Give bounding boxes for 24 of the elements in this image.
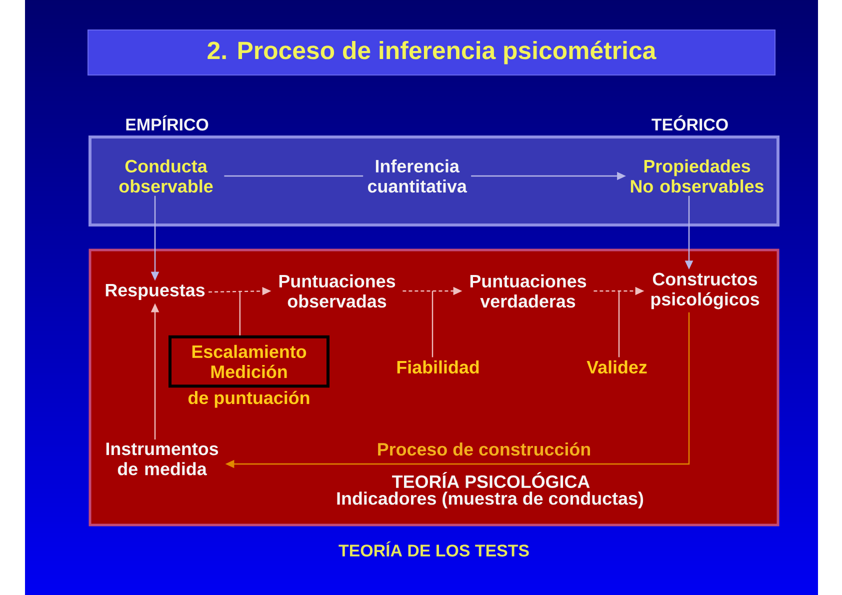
annotation-text: TEORÍA PSICOLÓGICA bbox=[392, 472, 590, 488]
leader-line bbox=[432, 291, 434, 358]
concept-text: Fiabilidad bbox=[397, 360, 479, 374]
footer-text: TEORÍA DE LOS TESTS bbox=[338, 541, 529, 557]
concept-text: Puntuaciones verdaderas bbox=[470, 274, 586, 308]
concept-text: Constructos psicológicos bbox=[651, 272, 760, 310]
edge-label: Proceso de construcción bbox=[378, 442, 590, 456]
column-heading: TEÓRICO bbox=[652, 115, 728, 131]
concept-text: Validez bbox=[586, 360, 647, 374]
concept-text: Puntuaciones observadas bbox=[279, 274, 396, 308]
concept-text: Propiedades No observables bbox=[630, 159, 764, 193]
concept-text: Instrumentos de medida bbox=[106, 442, 218, 476]
panel bbox=[88, 136, 780, 226]
title-banner: 2. Proceso de inferencia psicométrica bbox=[88, 30, 776, 76]
annotation-text: Indicadores (muestra de conductas) bbox=[337, 492, 644, 508]
concept-text: Respuestas bbox=[106, 284, 205, 300]
highlight-box: Escalamiento Medición bbox=[168, 335, 330, 388]
leader-line bbox=[239, 292, 241, 336]
edge-label: Inferencia cuantitativa bbox=[363, 158, 472, 194]
panel bbox=[88, 248, 780, 526]
leader-line bbox=[618, 291, 620, 358]
column-heading: EMPÍRICO bbox=[126, 115, 208, 131]
concept-text: Conducta observable bbox=[119, 159, 213, 193]
box-caption: de puntuación bbox=[188, 390, 310, 408]
